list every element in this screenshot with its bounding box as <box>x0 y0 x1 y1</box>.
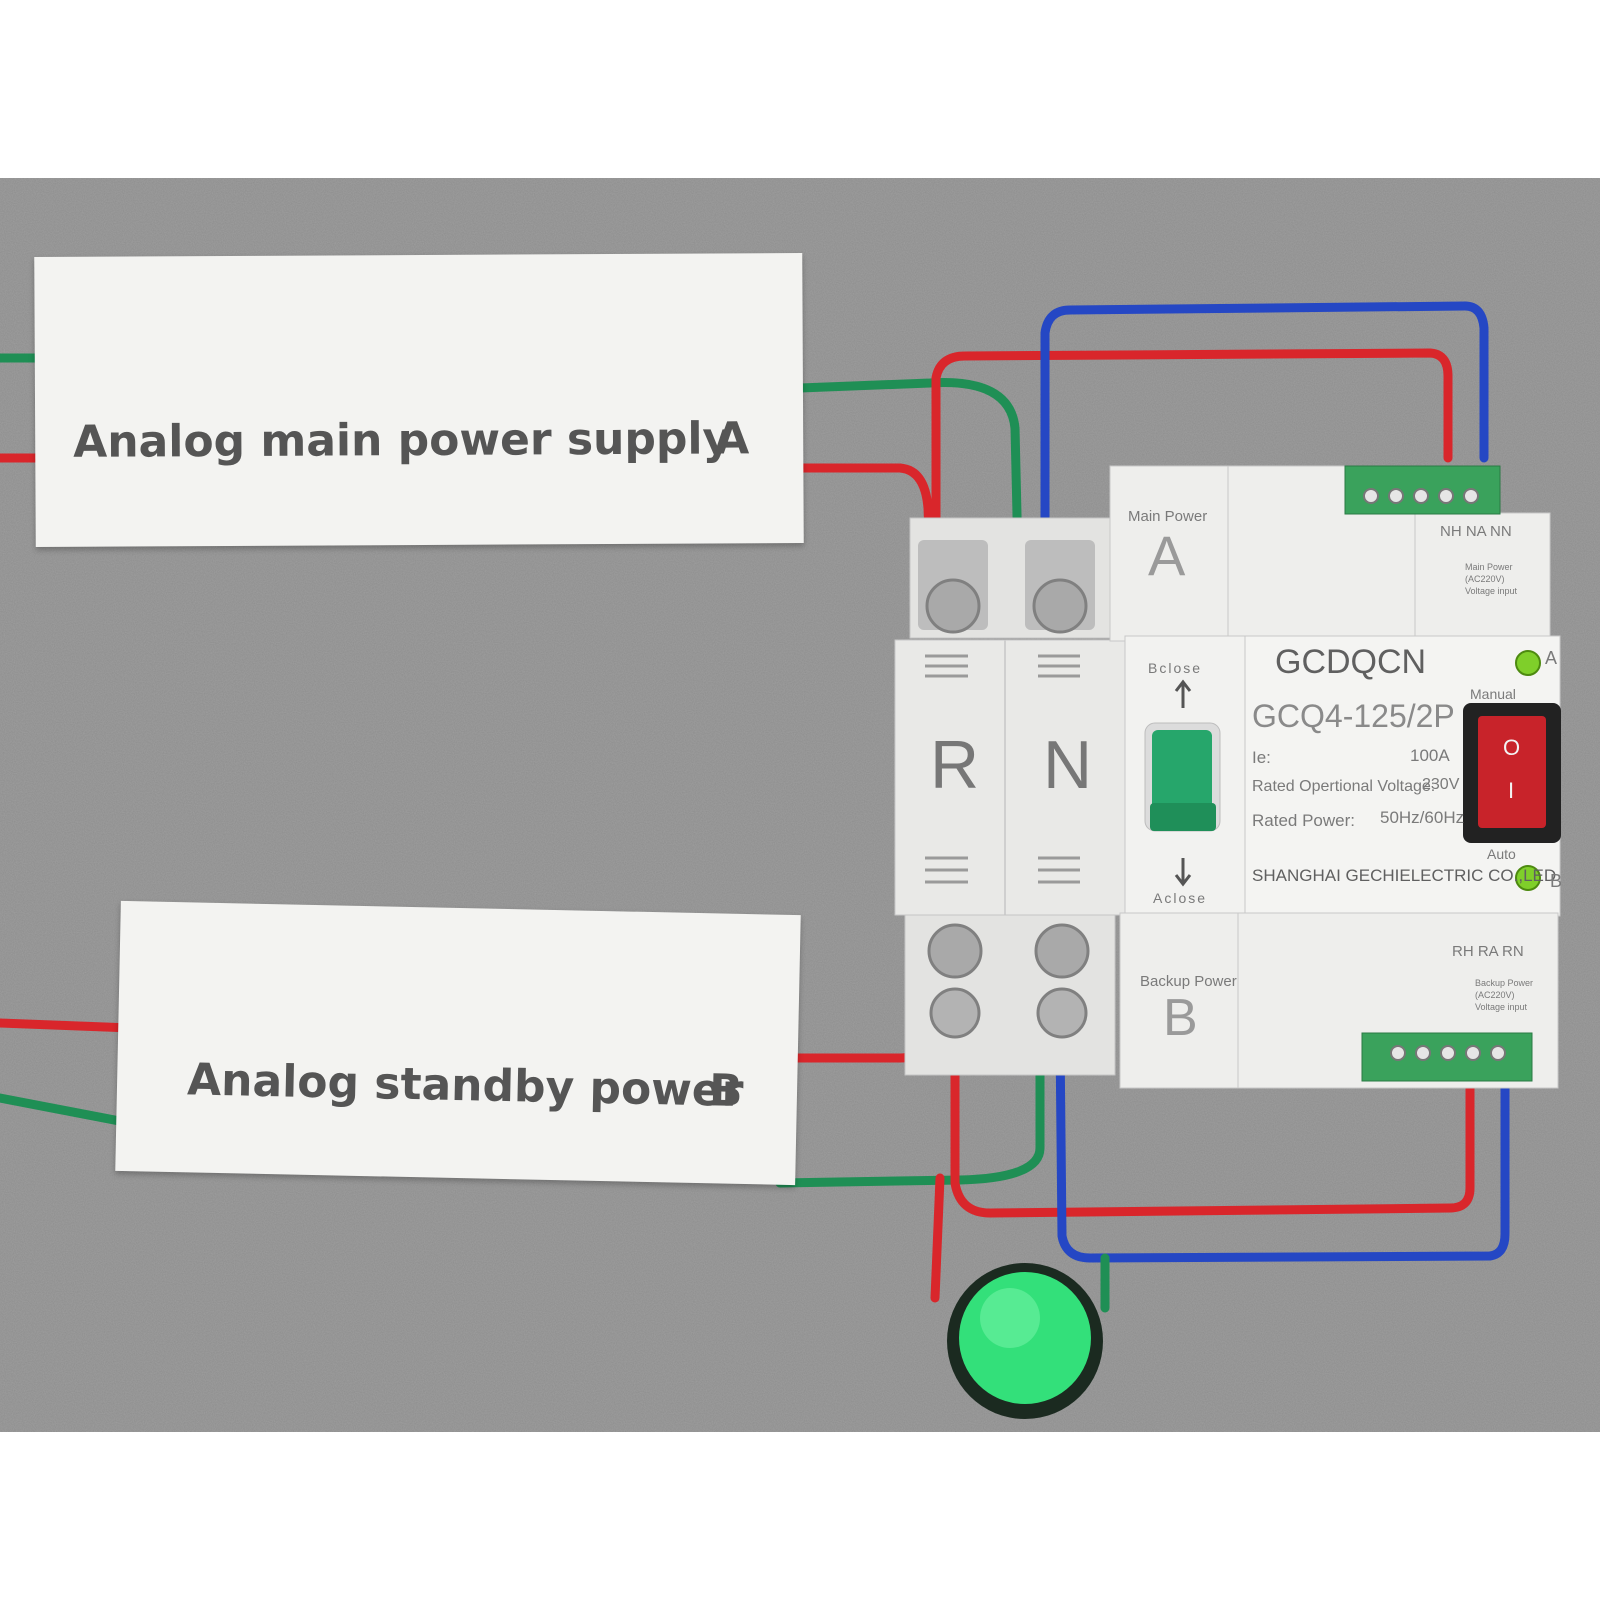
arrow-up-icon <box>1174 679 1192 708</box>
pole-r-label: R <box>930 727 980 803</box>
wire-green-standby <box>0 993 1045 1188</box>
backup-power-letter: B <box>1163 989 1198 1047</box>
wire-red-loop <box>931 348 1453 553</box>
b-close-label: Bclose <box>1148 660 1203 676</box>
device-labels: Main Power A NH NA NN Main Power (AC220V… <box>0 178 1600 1432</box>
spec-power-value: 50Hz/60Hz <box>1380 808 1465 827</box>
arrow-down-icon <box>1174 858 1192 887</box>
a-close-label: Aclose <box>1153 890 1208 906</box>
top-terminal-note-2: (AC220V) <box>1465 574 1505 584</box>
bottom-terminals-label: RH RA RN <box>1452 943 1524 960</box>
screw-bottom-n <box>1034 923 1090 979</box>
screw-top-n <box>1032 578 1088 634</box>
indicator-b-label: B <box>1550 871 1563 891</box>
main-power-letter: A <box>1148 524 1186 587</box>
indicator-led-b <box>1515 865 1541 891</box>
toggle-lever <box>1152 730 1212 820</box>
auto-label: Auto <box>1487 846 1516 862</box>
wire-lamp-red <box>930 1173 945 1303</box>
top-terminals-label: NH NA NN <box>1440 523 1512 540</box>
top-terminal-note-3: Voltage input <box>1465 586 1518 596</box>
manufacturer-label: SHANGHAI GECHIELECTRIC CO.,LED <box>1252 866 1557 885</box>
transfer-switch-body <box>894 465 1561 1419</box>
bottom-terminal-note-1: Backup Power <box>1475 978 1534 988</box>
indicator-led-a <box>1515 650 1541 676</box>
rocker-top-symbol: O <box>1503 735 1521 760</box>
screw-top-r <box>925 578 981 634</box>
product-photo: Analog main power supply A Analog standb… <box>0 178 1600 1432</box>
rocker-bottom-symbol: I <box>1508 778 1515 803</box>
spec-voltage: Rated Opertional Voltage: <box>1252 778 1436 795</box>
spec-power: Rated Power: <box>1252 811 1355 830</box>
top-terminal-note-1: Main Power <box>1465 562 1513 572</box>
spec-voltage-value: 230V <box>1422 776 1460 793</box>
main-power-label: Main Power <box>1128 508 1208 525</box>
spec-ie: Ie: <box>1252 748 1271 767</box>
bottom-terminal-note-3: Voltage input <box>1475 1002 1528 1012</box>
brand-label: GCDQCN <box>1275 643 1427 681</box>
bottom-terminal-note-2: (AC220V) <box>1475 990 1515 1000</box>
pole-n-label: N <box>1043 727 1093 803</box>
spec-ie-value: 100A <box>1410 746 1450 765</box>
model-label: GCQ4-125/2P <box>1252 698 1455 734</box>
wire-blue-loop <box>1040 301 1489 553</box>
screw-bottom-r <box>927 923 983 979</box>
wire-blue-bottom <box>1055 1033 1510 1263</box>
wiring <box>0 301 1510 1313</box>
backup-power-label: Backup Power <box>1140 973 1237 990</box>
wire-red-bottom <box>950 1033 1475 1218</box>
manual-label: Manual <box>1470 686 1516 702</box>
indicator-a-label: A <box>1545 648 1558 668</box>
